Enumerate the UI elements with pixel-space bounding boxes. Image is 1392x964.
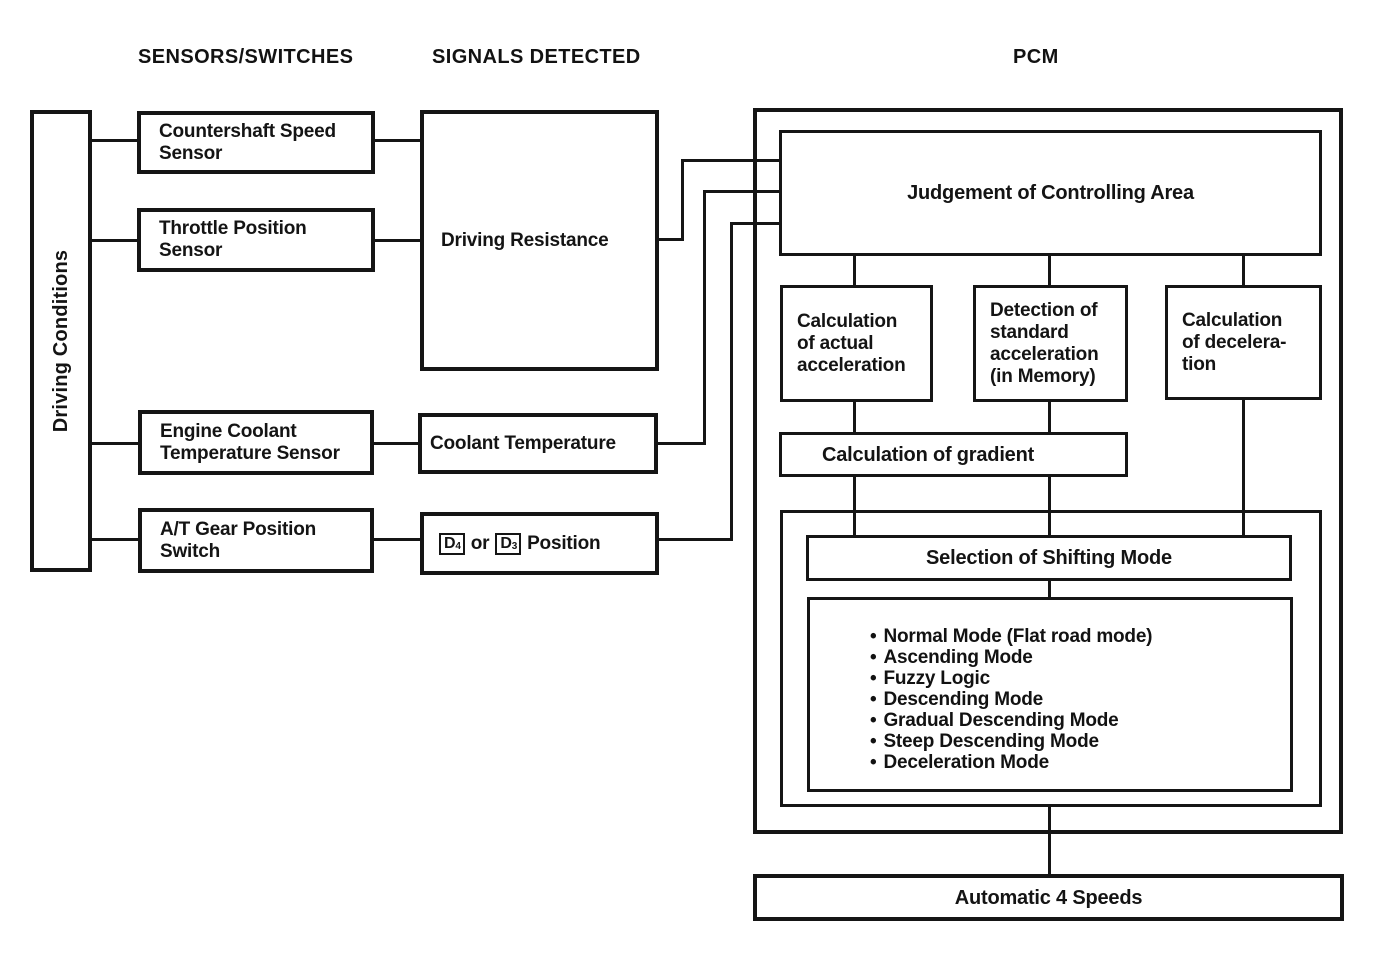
at-gear-position-switch-label: A/T Gear Position Switch — [160, 518, 317, 562]
connector-throttle-resistance — [375, 239, 420, 242]
throttle-position-sensor-label: Throttle Position Sensor — [159, 218, 307, 261]
connector-countershaft-resistance — [375, 139, 420, 142]
mode-item-fuzzy-logic: • Fuzzy Logic — [870, 668, 1282, 689]
calc-deceleration-label: Calculation of decelera- tion — [1182, 309, 1287, 375]
connector-coolant-judgement — [703, 190, 780, 193]
header-pcm: PCM — [1013, 46, 1059, 68]
gear-or-text: or — [470, 532, 490, 554]
d4-letter: D — [444, 534, 456, 552]
bullet-icon: • — [870, 710, 877, 731]
connector-judgement-standard — [1048, 256, 1051, 286]
connector-gear-judgement — [730, 222, 780, 225]
connector-gear-out — [657, 538, 733, 541]
connector-gradient-selection-mid — [1048, 476, 1051, 536]
bullet-icon: • — [870, 668, 877, 689]
connector-deceleration-selection — [1242, 399, 1245, 536]
gear-position-text: Position — [527, 532, 601, 554]
connector-selection-modelist — [1048, 580, 1051, 598]
driving-conditions-rotator: Driving Conditions — [34, 114, 88, 568]
bullet-icon: • — [870, 731, 877, 752]
automatic-4-speeds-box: Automatic 4 Speeds — [753, 874, 1344, 921]
connector-standard-gradient — [1048, 401, 1051, 433]
connector-dc-coolant — [92, 442, 139, 445]
mode-item-normal: • Normal Mode (Flat road mode) — [870, 626, 1282, 647]
driving-resistance-label: Driving Resistance — [441, 229, 609, 251]
countershaft-speed-sensor-label: Countershaft Speed Sensor — [159, 120, 336, 164]
d4-subscript: 4 — [455, 540, 461, 552]
calc-deceleration-box: Calculation of decelera- tion — [1165, 285, 1322, 400]
throttle-position-sensor-box: Throttle Position Sensor — [137, 208, 375, 272]
engine-coolant-temperature-sensor-box: Engine Coolant Temperature Sensor — [138, 410, 374, 475]
bullet-icon: • — [870, 689, 877, 710]
judgement-label: Judgement of Controlling Area — [907, 182, 1194, 204]
calc-gradient-box: Calculation of gradient — [779, 432, 1128, 477]
detection-standard-acceleration-box: Detection of standard acceleration (in M… — [973, 285, 1128, 402]
bullet-icon: • — [870, 752, 877, 773]
countershaft-speed-sensor-box: Countershaft Speed Sensor — [137, 111, 375, 174]
driving-conditions-label: Driving Conditions — [50, 249, 73, 433]
connector-dc-throttle — [92, 239, 138, 242]
d3-letter: D — [500, 534, 512, 552]
connector-coolant-out — [656, 442, 706, 445]
bullet-icon: • — [870, 626, 877, 647]
engine-coolant-temperature-sensor-label: Engine Coolant Temperature Sensor — [160, 420, 340, 464]
header-sensors-switches: SENSORS/SWITCHES — [138, 46, 354, 68]
calc-actual-acceleration-label: Calculation of actual acceleration — [797, 310, 906, 376]
mode-item-label: Fuzzy Logic — [883, 668, 990, 689]
d3-subscript: 3 — [511, 540, 518, 552]
connector-dc-gear — [92, 538, 139, 541]
connector-pcm-output — [1048, 806, 1051, 875]
mode-item-steep-descending: • Steep Descending Mode — [870, 731, 1282, 752]
selection-shifting-mode-label: Selection of Shifting Mode — [926, 547, 1172, 569]
connector-dc-countershaft — [92, 139, 138, 142]
calc-actual-acceleration-box: Calculation of actual acceleration — [780, 285, 933, 402]
driving-resistance-box: Driving Resistance — [420, 110, 659, 371]
connector-coolant-riser — [703, 190, 706, 445]
mode-item-label: Ascending Mode — [883, 647, 1033, 668]
connector-resistance-out — [657, 238, 684, 241]
detection-standard-acceleration-label: Detection of standard acceleration (in M… — [990, 299, 1099, 387]
connector-resistance-riser — [681, 159, 684, 241]
driving-conditions-box: Driving Conditions — [30, 110, 92, 572]
mode-item-ascending: • Ascending Mode — [870, 647, 1282, 668]
bullet-icon: • — [870, 647, 877, 668]
mode-item-label: Normal Mode (Flat road mode) — [883, 626, 1153, 647]
mode-item-label: Steep Descending Mode — [883, 731, 1099, 752]
header-signals-detected: SIGNALS DETECTED — [432, 46, 641, 68]
shifting-mode-list-box: • Normal Mode (Flat road mode) • Ascending… — [807, 597, 1293, 792]
calc-gradient-label: Calculation of gradient — [822, 443, 1035, 466]
connector-coolant-sensor-signal — [374, 442, 420, 445]
mode-item-descending: • Descending Mode — [870, 689, 1282, 710]
connector-judgement-deceleration — [1242, 256, 1245, 286]
judgement-box: Judgement of Controlling Area — [779, 130, 1322, 256]
mode-item-label: Gradual Descending Mode — [883, 710, 1119, 731]
mode-item-label: Deceleration Mode — [883, 752, 1049, 773]
at-gear-position-switch-box: A/T Gear Position Switch — [138, 508, 374, 573]
selection-shifting-mode-box: Selection of Shifting Mode — [806, 535, 1292, 581]
automatic-4-speeds-label: Automatic 4 Speeds — [954, 886, 1143, 909]
coolant-temperature-box: Coolant Temperature — [418, 413, 658, 474]
connector-resistance-judgement — [681, 159, 780, 162]
mode-item-deceleration: • Deceleration Mode — [870, 752, 1282, 773]
connector-gradient-selection-left — [853, 476, 856, 536]
connector-actual-gradient — [853, 401, 856, 433]
connector-gear-switch-signal — [374, 538, 421, 541]
connector-judgement-actual — [853, 256, 856, 286]
mode-item-gradual-descending: • Gradual Descending Mode — [870, 710, 1282, 731]
mode-item-label: Descending Mode — [883, 689, 1044, 710]
connector-gear-riser — [730, 222, 733, 541]
coolant-temperature-label: Coolant Temperature — [430, 432, 616, 454]
